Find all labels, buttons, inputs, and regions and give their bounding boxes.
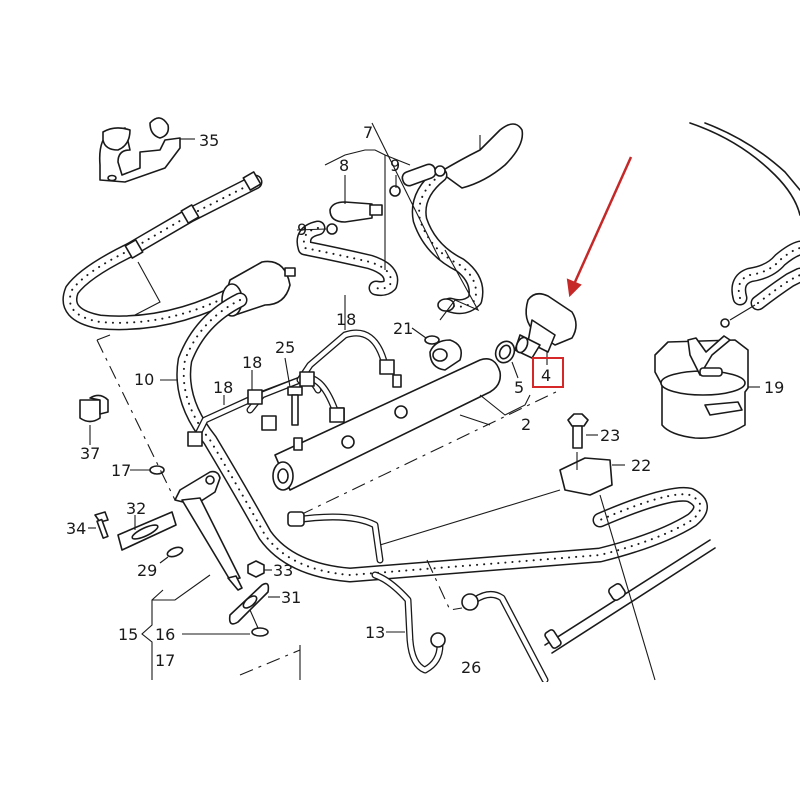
label-5[interactable]: 5 (514, 378, 524, 397)
label-34[interactable]: 34 (66, 519, 86, 538)
bolt-23[interactable] (567, 413, 598, 449)
outline-pipe (689, 122, 800, 216)
label-37[interactable]: 37 (80, 444, 100, 463)
label-16[interactable]: 16 (155, 625, 175, 644)
seal-21[interactable] (411, 327, 440, 345)
bracket-15 (152, 574, 211, 601)
label-18c[interactable]: 18 (213, 378, 233, 397)
seal-29[interactable] (166, 546, 184, 559)
label-21[interactable]: 21 (393, 319, 413, 338)
leader-29 (159, 556, 169, 564)
injector-15[interactable] (96, 334, 243, 591)
injection-pipe-26[interactable] (426, 559, 549, 684)
bracket-22[interactable] (379, 452, 656, 681)
centerline (239, 649, 301, 676)
clamp-37[interactable] (79, 394, 109, 445)
label-15[interactable]: 15 (118, 625, 138, 644)
label-9b[interactable]: 9 (297, 220, 307, 239)
injection-pipe-connector[interactable] (287, 511, 384, 564)
nut-33[interactable] (247, 560, 272, 578)
bracket-15 (141, 589, 164, 680)
bolt-34[interactable] (88, 511, 109, 539)
label-8[interactable]: 8 (339, 156, 349, 175)
label-17b[interactable]: 17 (155, 651, 175, 670)
return-hose[interactable] (62, 171, 263, 331)
label-26[interactable]: 26 (461, 658, 481, 677)
label-10[interactable]: 10 (134, 370, 154, 389)
label-18b[interactable]: 18 (242, 353, 262, 372)
seal-16[interactable] (182, 609, 269, 637)
label-19[interactable]: 19 (764, 378, 784, 397)
pointer-arrow-icon (566, 156, 633, 298)
label-17a[interactable]: 17 (111, 461, 131, 480)
label-4[interactable]: 4 (541, 366, 551, 385)
return-pipe[interactable] (544, 539, 716, 654)
label-25[interactable]: 25 (275, 338, 295, 357)
label-29[interactable]: 29 (137, 561, 157, 580)
bottom-margin (0, 682, 800, 800)
fuel-rail-2[interactable] (187, 295, 561, 516)
label-31[interactable]: 31 (281, 588, 301, 607)
hose-10[interactable] (160, 292, 708, 583)
seal-5[interactable] (492, 338, 519, 379)
flange-31[interactable] (228, 582, 280, 625)
highlight-box (532, 357, 564, 388)
supply-hose[interactable] (371, 122, 524, 321)
label-7[interactable]: 7 (363, 123, 373, 142)
bracket-35[interactable] (98, 117, 195, 183)
label-2[interactable]: 2 (521, 415, 531, 434)
label-22[interactable]: 22 (631, 456, 651, 475)
outline-pipe (704, 122, 800, 191)
pressure-sensor-4[interactable] (514, 292, 577, 365)
label-33[interactable]: 33 (273, 561, 293, 580)
fuel-filter-19[interactable] (654, 240, 800, 440)
label-18a[interactable]: 18 (336, 310, 356, 329)
injection-pipe-13[interactable] (371, 571, 446, 674)
label-13[interactable]: 13 (365, 623, 385, 642)
label-32[interactable]: 32 (126, 499, 146, 518)
label-23[interactable]: 23 (600, 426, 620, 445)
clamp-32[interactable] (117, 511, 177, 551)
label-35[interactable]: 35 (199, 131, 219, 150)
label-9a[interactable]: 9 (390, 156, 400, 175)
